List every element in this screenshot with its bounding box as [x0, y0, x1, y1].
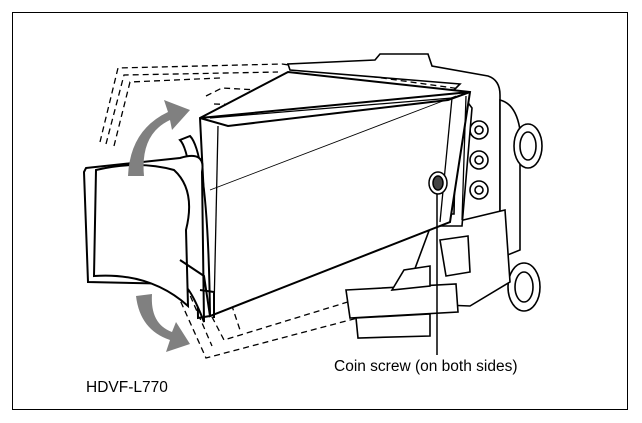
rotation-arrow-up	[128, 100, 190, 176]
rotation-arrow-down	[136, 294, 190, 352]
hood-inner-lines	[209, 95, 467, 311]
model-name-label: HDVF-L770	[86, 379, 168, 396]
hood-solid-outline	[82, 70, 472, 323]
coin-screw	[428, 171, 448, 195]
coin-screw-callout-label: Coin screw (on both sides)	[334, 358, 518, 375]
